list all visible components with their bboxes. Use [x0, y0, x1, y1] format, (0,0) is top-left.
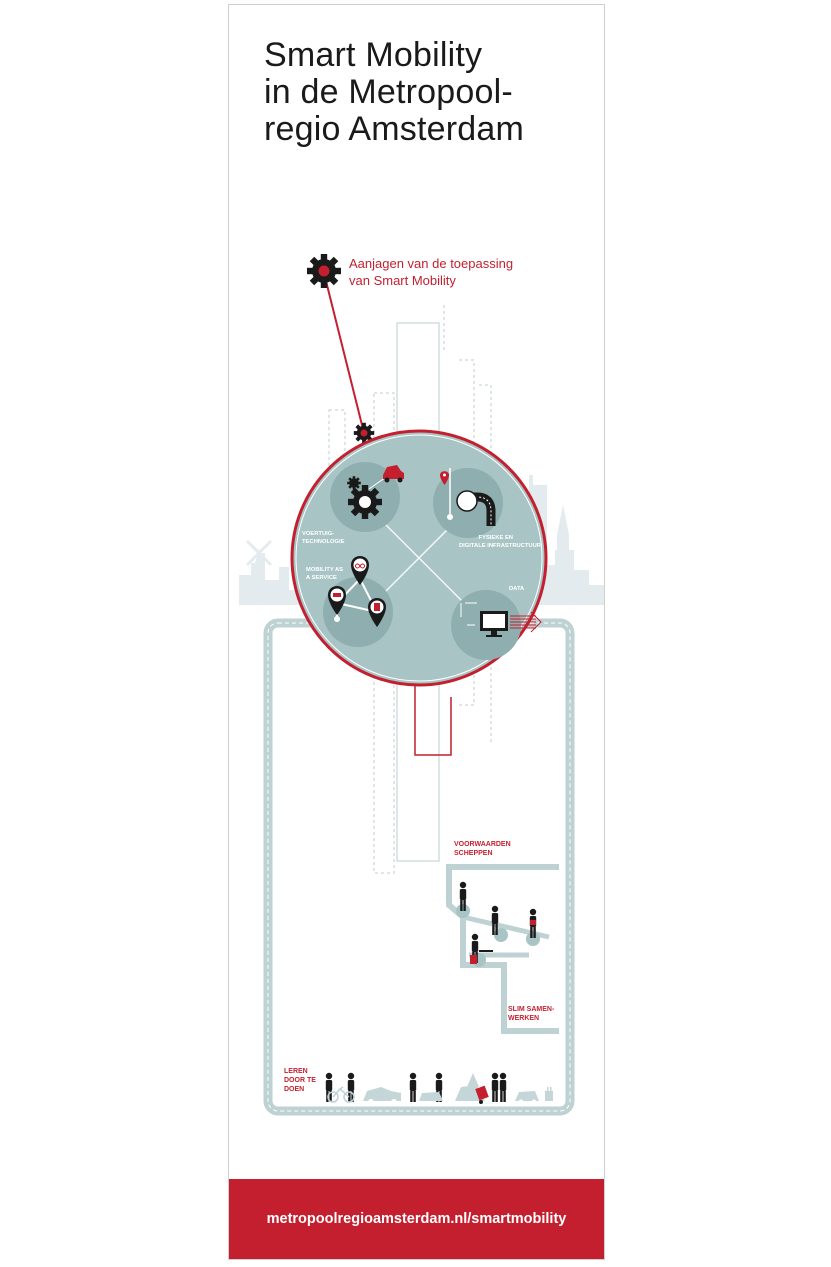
small-gear-dot	[360, 429, 368, 437]
label-slim-2: WERKEN	[508, 1015, 539, 1022]
label-maas-2: A SERVICE	[306, 575, 337, 581]
intro-line-2: van Smart Mobility	[349, 273, 456, 288]
label-maas-1: MOBILITY AS	[306, 567, 343, 573]
footer-url-link[interactable]: metropoolregioamsterdam.nl/smartmobility	[266, 1211, 567, 1227]
label-data: DATA	[509, 586, 525, 592]
gear-center-dot	[318, 265, 330, 277]
city-skyline	[239, 475, 604, 605]
windmill-icon	[245, 539, 273, 567]
car-icon	[515, 1091, 539, 1105]
vehicle-gear-hole	[359, 496, 371, 508]
car-icon	[363, 1087, 401, 1105]
monitor-icon	[480, 611, 508, 637]
car-icon	[383, 465, 404, 483]
car-icon	[419, 1092, 443, 1101]
label-fysieke-2: DIGITALE INFRASTRUCTUUR	[459, 543, 542, 549]
trolley-icon	[475, 1085, 489, 1104]
banner: Smart Mobility in de Metropool- regio Am…	[228, 4, 605, 1260]
data-feed-lines	[460, 602, 477, 626]
main-circle-inner-ring	[295, 434, 543, 682]
connector-line	[323, 272, 365, 434]
bike-icon	[327, 1086, 355, 1103]
smart-mobility-diagram: Aanjagen van de toepassing van Smart Mob…	[239, 254, 604, 1116]
person-icon	[491, 905, 499, 935]
footer-bar: metropoolregioamsterdam.nl/smartmobility	[229, 1179, 604, 1259]
bike-icon	[351, 556, 369, 585]
title-line-2: in de Metropool-	[264, 73, 513, 111]
label-voertuig-2: TECHNOLOGIE	[302, 539, 345, 545]
label-voertuig-1: VOERTUIG-	[302, 531, 334, 537]
person-icon	[409, 1072, 417, 1102]
label-leren-2: DOOR TE	[284, 1077, 316, 1084]
data-out-line	[414, 681, 452, 756]
intro-line-1: Aanjagen van de toepassing	[349, 256, 513, 271]
person-icon	[325, 1072, 333, 1102]
car-pin-icon	[328, 586, 346, 615]
bus-icon	[368, 598, 386, 627]
label-slim-1: SLIM SAMEN-	[508, 1006, 555, 1013]
maas-node	[334, 616, 340, 622]
person-icon	[491, 1072, 499, 1102]
process-nodes	[456, 904, 540, 967]
person-icon	[499, 1072, 507, 1102]
map-pin-icon	[440, 471, 449, 485]
title-line-3: regio Amsterdam	[264, 110, 524, 148]
label-voorwaarden-1: VOORWAARDEN	[454, 841, 511, 848]
label-voorwaarden-2: SCHEPPEN	[454, 850, 493, 857]
label-leren-3: DOEN	[284, 1086, 304, 1093]
label-leren-1: LEREN	[284, 1068, 308, 1075]
church-icon	[557, 505, 569, 565]
small-vehicle-gear-icon	[347, 476, 361, 490]
page-title: Smart Mobility in de Metropool- regio Am…	[264, 37, 524, 148]
process-loop	[263, 618, 575, 1116]
road-icon	[447, 468, 496, 526]
person-accent	[530, 920, 536, 925]
arrow-right-icon	[510, 611, 542, 633]
label-fysieke-1: FYSIEKE EN	[479, 535, 513, 541]
plug-icon	[545, 1087, 553, 1101]
title-line-1: Smart Mobility	[264, 36, 483, 74]
desk-worker-icon	[470, 933, 493, 964]
bottom-scene	[325, 1072, 553, 1105]
